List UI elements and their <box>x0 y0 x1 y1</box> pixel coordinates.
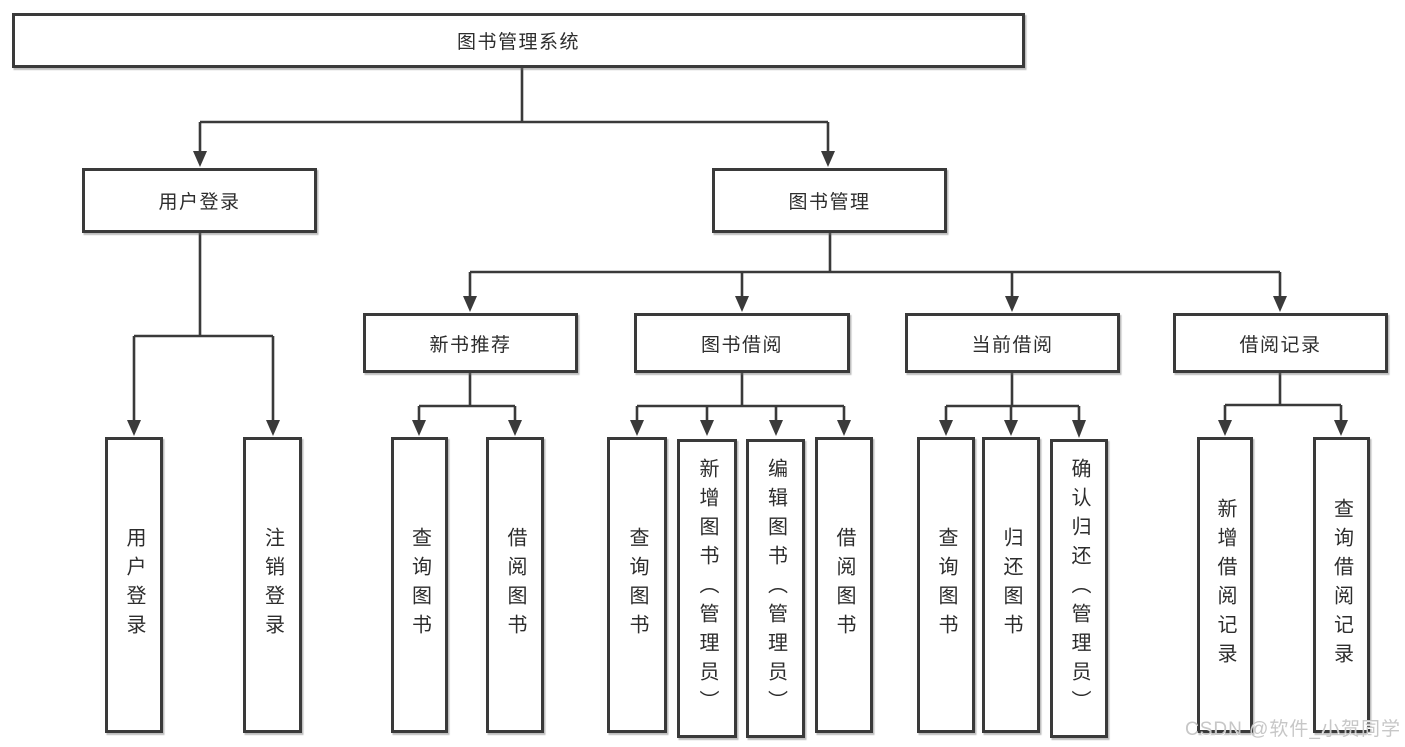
node-borrow-books-borrowing: 借阅图书 <box>815 437 873 733</box>
branch-borrowing-records <box>1218 373 1348 436</box>
branch-new-book-recommendation <box>412 373 522 436</box>
branch-book-borrowing <box>630 373 851 436</box>
node-confirm-return-admin: 确认归还（管理员） <box>1050 439 1108 738</box>
branch-book-management <box>463 233 1287 312</box>
node-logout-action: 注销登录 <box>243 437 302 733</box>
node-new-book-recommendation: 新书推荐 <box>363 313 578 373</box>
node-query-books-current: 查询图书 <box>917 437 975 733</box>
watermark: CSDN @软件_小贺同学 <box>1185 719 1401 740</box>
node-add-borrow-record: 新增借阅记录 <box>1197 437 1253 733</box>
node-query-books-borrowing: 查询图书 <box>607 437 667 733</box>
node-query-books-recommend: 查询图书 <box>391 437 448 733</box>
node-borrowing-records: 借阅记录 <box>1173 313 1388 373</box>
node-book-management: 图书管理 <box>712 168 947 233</box>
node-current-borrowing: 当前借阅 <box>905 313 1120 373</box>
node-edit-books-admin: 编辑图书（管理员） <box>746 439 805 738</box>
node-add-books-admin: 新增图书（管理员） <box>677 439 737 738</box>
node-return-books: 归还图书 <box>982 437 1040 733</box>
node-user-login-action: 用户登录 <box>105 437 163 733</box>
node-root: 图书管理系统 <box>12 13 1025 68</box>
node-borrow-books-recommend: 借阅图书 <box>486 437 544 733</box>
node-query-borrow-record: 查询借阅记录 <box>1313 437 1370 733</box>
branch-root <box>193 67 835 167</box>
node-book-borrowing: 图书借阅 <box>634 313 850 373</box>
node-user-login: 用户登录 <box>82 168 317 233</box>
branch-user-login <box>127 233 280 436</box>
branch-current-borrowing <box>939 373 1086 438</box>
